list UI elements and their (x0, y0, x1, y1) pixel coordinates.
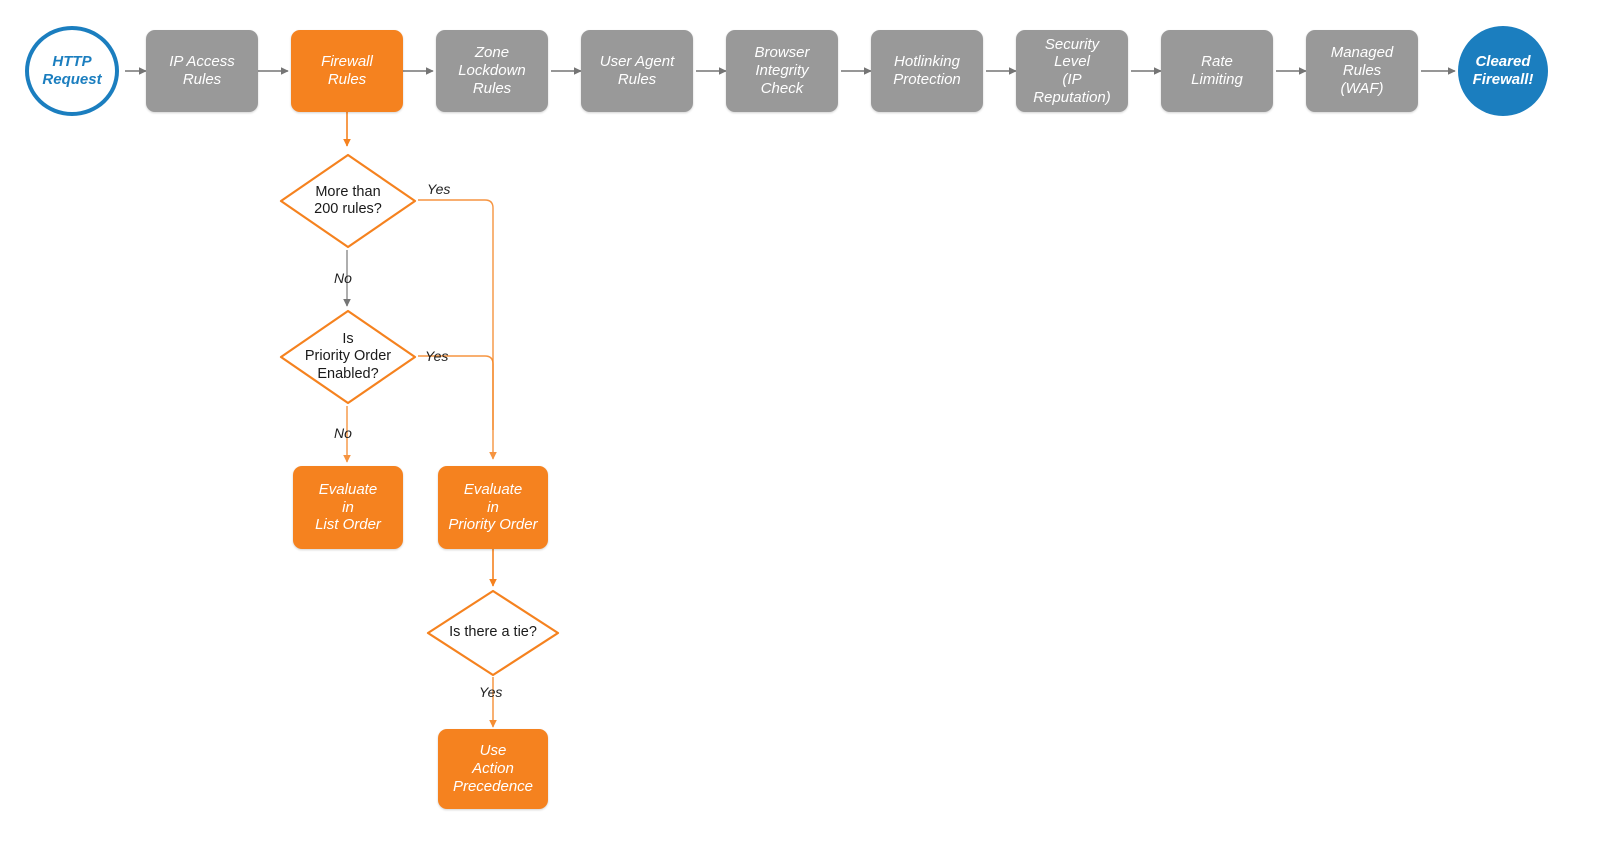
node-http-request[interactable]: HTTP Request (25, 26, 119, 116)
node-label: Managed Rules (WAF) (1330, 44, 1394, 97)
node-evaluate-in-list-order[interactable]: Evaluate in List Order (293, 466, 403, 549)
node-label: Use Action Precedence (452, 742, 534, 795)
diamond-shape (279, 309, 417, 405)
node-label: Is there a tie? (449, 624, 537, 641)
diamond-shape (279, 153, 417, 249)
node-user-agent-rules[interactable]: User Agent Rules (581, 30, 693, 112)
diamond-shape (426, 589, 560, 677)
node-label: Firewall Rules (321, 53, 373, 88)
edge-decision200-yes (418, 199, 497, 460)
node-label: Is Priority Order Enabled? (304, 330, 392, 382)
node-use-action-precedence[interactable]: Use Action Precedence (438, 729, 548, 809)
node-label: Zone Lockdown Rules (458, 44, 526, 97)
edge-label-more-than-200-yes: Yes (427, 181, 451, 197)
node-managed-rules-waf[interactable]: Managed Rules (WAF) (1306, 30, 1418, 112)
node-decision-is-priority-order-enabled[interactable]: Is Priority Order Enabled? (278, 308, 418, 406)
edge-label-priority-order-no: No (334, 425, 352, 441)
node-security-level[interactable]: Security Level (IP Reputation) (1016, 30, 1128, 112)
node-rate-limiting[interactable]: Rate Limiting (1161, 30, 1273, 112)
edge-label-tie-yes: Yes (479, 684, 503, 700)
node-label: User Agent Rules (599, 53, 675, 88)
node-label: Hotlinking Protection (893, 53, 961, 88)
node-browser-integrity-check[interactable]: Browser Integrity Check (726, 30, 838, 112)
node-label: Evaluate in List Order (315, 480, 381, 534)
node-label: More than 200 rules? (314, 183, 382, 217)
edge-priorityorder-yes (418, 355, 494, 430)
node-label: Cleared Firewall! (1472, 53, 1534, 88)
node-cleared-firewall[interactable]: Cleared Firewall! (1458, 26, 1548, 116)
node-firewall-rules[interactable]: Firewall Rules (291, 30, 403, 112)
node-label: Security Level (IP Reputation) (1033, 35, 1111, 106)
node-decision-more-than-200-rules[interactable]: More than 200 rules? (278, 152, 418, 250)
edge-label-more-than-200-no: No (334, 270, 352, 286)
node-evaluate-in-priority-order[interactable]: Evaluate in Priority Order (438, 466, 548, 549)
node-label: IP Access Rules (169, 53, 235, 88)
node-label: Browser Integrity Check (754, 44, 810, 97)
node-zone-lockdown-rules[interactable]: Zone Lockdown Rules (436, 30, 548, 112)
node-label: HTTP Request (42, 53, 102, 88)
node-label: Evaluate in Priority Order (448, 480, 538, 534)
node-ip-access-rules[interactable]: IP Access Rules (146, 30, 258, 112)
node-hotlinking-protection[interactable]: Hotlinking Protection (871, 30, 983, 112)
node-label: Rate Limiting (1191, 53, 1243, 88)
edge-label-priority-order-yes: Yes (425, 348, 449, 364)
node-decision-is-there-a-tie[interactable]: Is there a tie? (425, 588, 561, 678)
